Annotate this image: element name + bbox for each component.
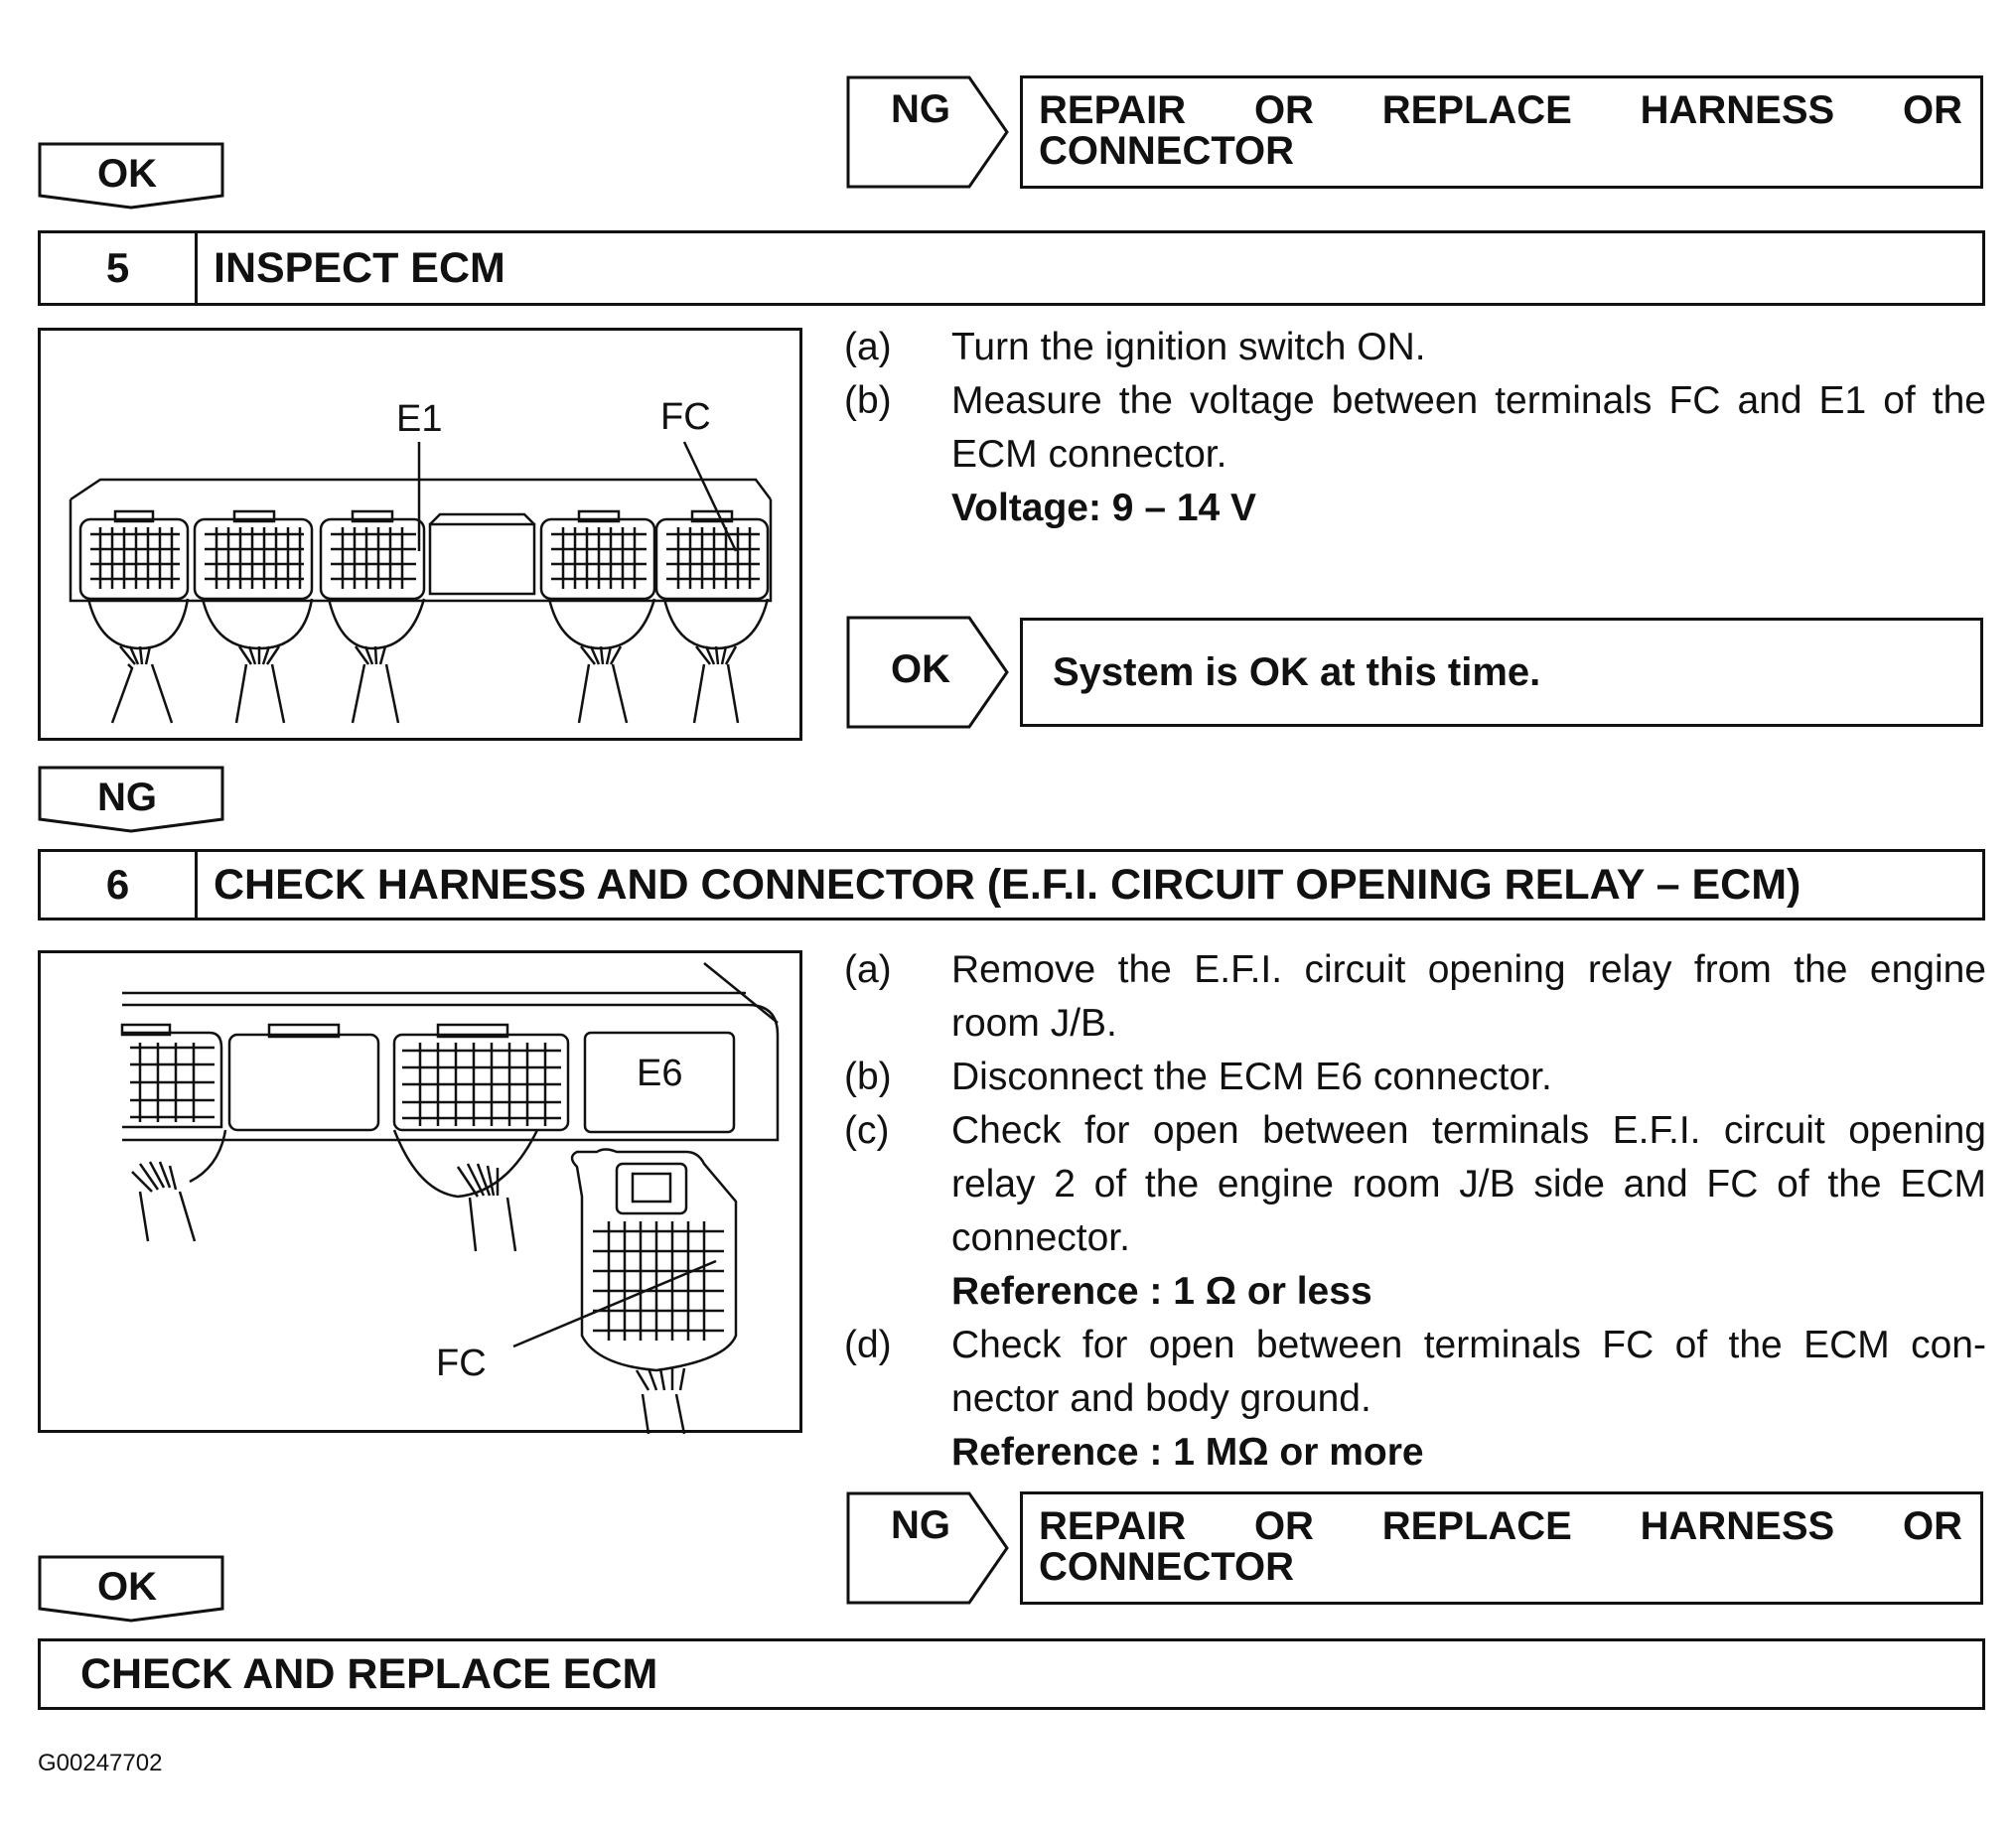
result-text: REPAIR OR REPLACE HARNESS OR	[1039, 88, 1962, 132]
instruction-item: (c) Check for open between terminals E.F…	[844, 1104, 1986, 1319]
result-line-1: REPAIR OR REPLACE HARNESS OR	[1039, 1506, 1962, 1547]
ok-badge-label: OK	[891, 647, 950, 691]
instruction-letter: (c)	[844, 1109, 890, 1152]
instruction-letter: (a)	[844, 326, 892, 368]
final-step-title: CHECK AND REPLACE ECM	[80, 1649, 658, 1698]
repair-harness-result-step6: REPAIR OR REPLACE HARNESS OR CONNECTOR	[1020, 1491, 1983, 1605]
ok-tab-shape-icon	[38, 142, 224, 210]
ok-tab-label: OK	[97, 152, 157, 196]
instruction-item: (d) Check for open between terminals FC …	[844, 1319, 1986, 1480]
ecm-connector-figure-step5: E1 FC	[38, 328, 802, 741]
ng-branch-tab-step5: NG	[38, 766, 226, 835]
step-title: CHECK HARNESS AND CONNECTOR (E.F.I. CIRC…	[214, 860, 1801, 909]
repair-harness-result-top: REPAIR OR REPLACE HARNESS OR CONNECTOR	[1020, 75, 1983, 189]
ng-tab-label: NG	[97, 776, 157, 819]
label-fc: FC	[436, 1343, 487, 1384]
step-title: INSPECT ECM	[214, 243, 505, 292]
ng-badge-label: NG	[891, 87, 950, 131]
instruction-letter: (d)	[844, 1324, 892, 1366]
instruction-letter: (b)	[844, 379, 892, 422]
instruction-item: (b) Disconnect the ECM E6 connector.	[844, 1051, 1986, 1104]
instruction-text: Disconnect the ECM E6 connector.	[951, 1056, 1552, 1098]
step-number: 6	[41, 852, 198, 918]
label-fc: FC	[660, 396, 711, 438]
ng-tab-shape-icon	[38, 766, 224, 833]
ng-badge-label: NG	[891, 1503, 950, 1547]
result-line-2: CONNECTOR	[1039, 1545, 1295, 1589]
step-6-instructions: (a) Remove the E.F.I. circuit opening re…	[844, 943, 1986, 1480]
label-e6: E6	[637, 1053, 683, 1094]
ng-badge-top: NG	[846, 75, 1010, 193]
instruction-text: Remove the E.F.I. circuit opening relay …	[951, 948, 1986, 1045]
instruction-text: Check for open between terminals FC of t…	[951, 1324, 1986, 1420]
ng-arrow-shape-icon	[846, 1491, 1009, 1605]
result-text: REPAIR OR REPLACE HARNESS OR	[1039, 1504, 1962, 1548]
ng-badge-step6: NG	[846, 1491, 1010, 1609]
instruction-item: (a) Turn the ignition switch ON.	[844, 321, 1986, 374]
figure-id: G00247702	[38, 1750, 163, 1776]
instruction-text: Measure the voltage between terminals FC…	[951, 379, 1986, 476]
step-number: 5	[41, 233, 198, 303]
ecm-e6-connector-figure: E6 FC	[38, 950, 802, 1435]
voltage-spec: Voltage: 9 – 14 V	[951, 487, 1257, 529]
resistance-spec: Reference : 1 Ω or less	[951, 1270, 1372, 1313]
resistance-spec: Reference : 1 MΩ or more	[951, 1431, 1424, 1474]
ok-tab-label: OK	[97, 1565, 157, 1609]
instruction-letter: (a)	[844, 948, 892, 991]
ng-arrow-shape-icon	[846, 75, 1009, 189]
instruction-text: Turn the ignition switch ON.	[951, 326, 1426, 368]
instruction-body: Check for open between terminals E.F.I. …	[951, 1104, 1986, 1319]
ok-badge-step5: OK	[846, 616, 1010, 733]
system-ok-result: System is OK at this time.	[1020, 618, 1983, 727]
ok-branch-tab-top: OK	[38, 142, 226, 212]
ecm-connectors-drawing-icon	[69, 441, 773, 724]
label-e1: E1	[396, 398, 443, 440]
instruction-letter: (b)	[844, 1056, 892, 1098]
ok-branch-tab-step6: OK	[38, 1555, 226, 1625]
result-line-2: CONNECTOR	[1039, 129, 1295, 173]
result-line-1: REPAIR OR REPLACE HARNESS OR	[1039, 90, 1962, 131]
instruction-text: Check for open between terminals E.F.I. …	[951, 1109, 1986, 1259]
step-5-instructions: (a) Turn the ignition switch ON. (b) Mea…	[844, 321, 1986, 535]
final-step-box: CHECK AND REPLACE ECM	[38, 1638, 1985, 1710]
step-5-header: 5 INSPECT ECM	[38, 230, 1985, 306]
ecm-e6-drawing-icon	[120, 962, 780, 1435]
instruction-item: (b) Measure the voltage between terminal…	[844, 374, 1986, 535]
instruction-body: Check for open between terminals FC of t…	[951, 1319, 1986, 1480]
step-6-header: 6 CHECK HARNESS AND CONNECTOR (E.F.I. CI…	[38, 849, 1985, 920]
ok-arrow-shape-icon	[846, 616, 1009, 729]
instruction-item: (a) Remove the E.F.I. circuit opening re…	[844, 943, 1986, 1051]
ok-tab-shape-icon	[38, 1555, 224, 1623]
instruction-body: Measure the voltage between terminals FC…	[951, 374, 1986, 535]
